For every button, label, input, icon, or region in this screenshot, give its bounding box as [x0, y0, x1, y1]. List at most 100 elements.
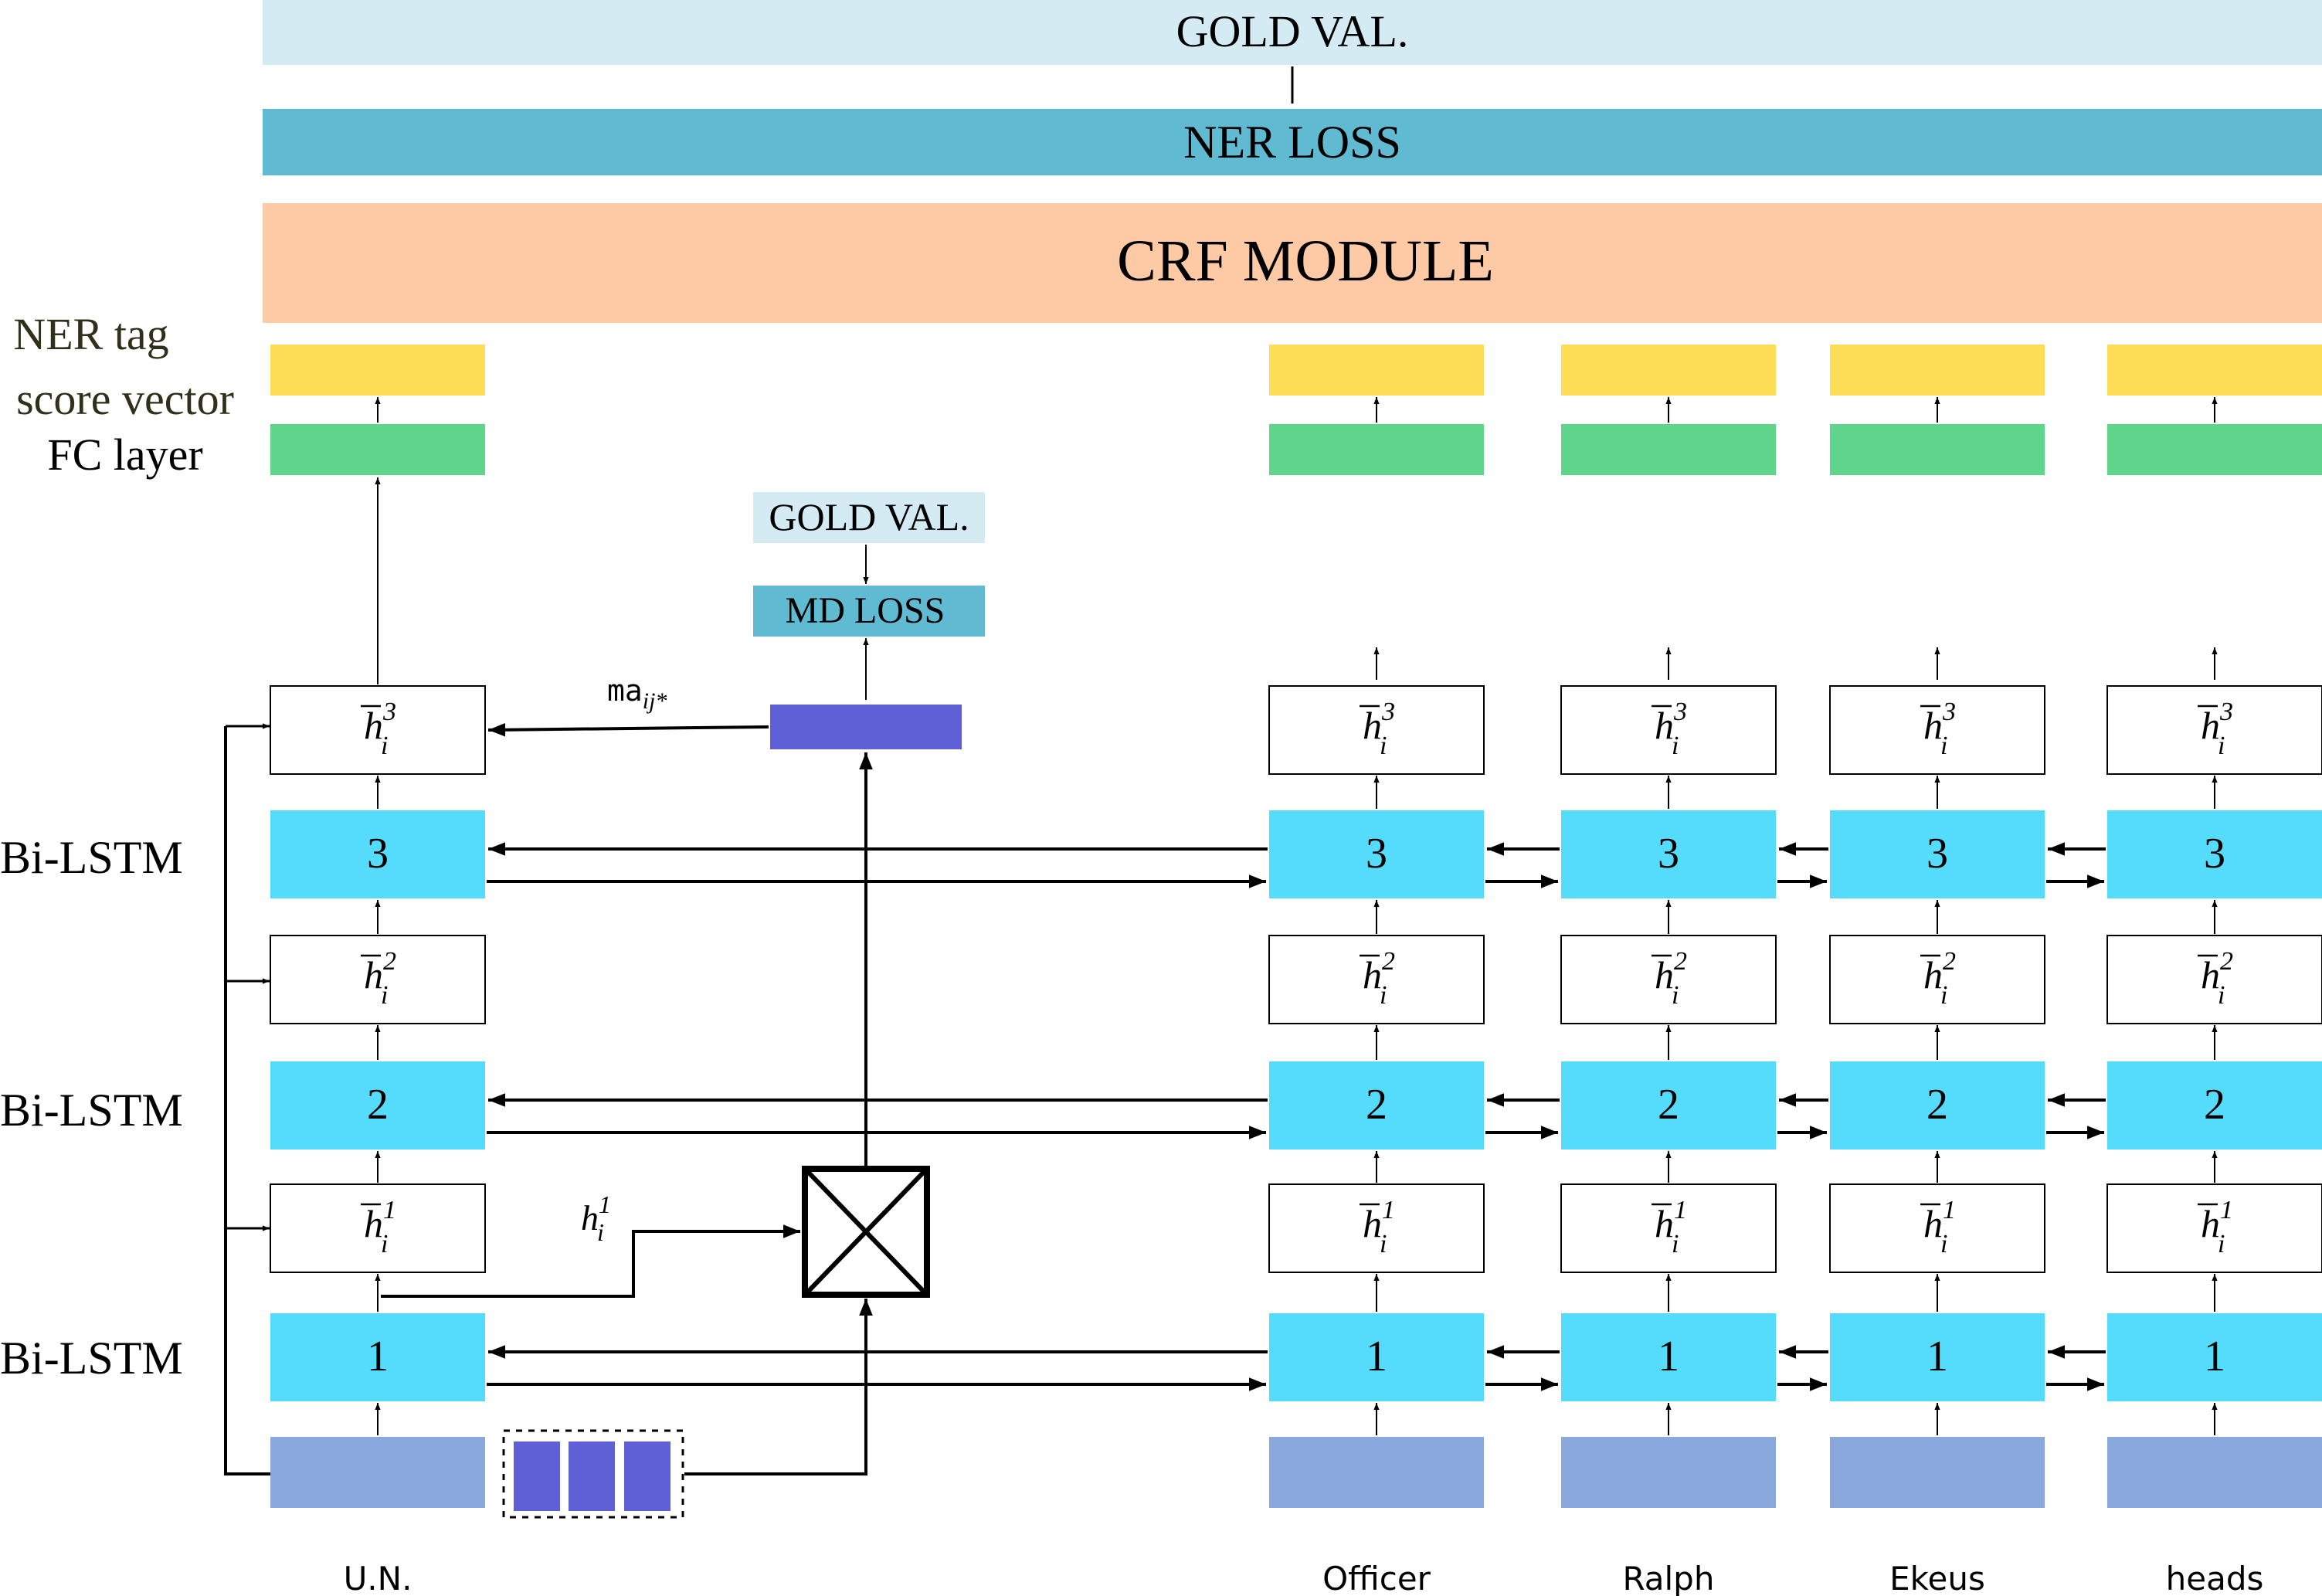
ner-tag-label: NER tag: [13, 309, 168, 359]
hidden-state-box: [1829, 1183, 2045, 1273]
hidden-state-box: [1560, 685, 1777, 775]
word-embedding: [270, 1437, 485, 1508]
bilstm-cell: [1830, 1061, 2045, 1149]
hidden-state-box: [2106, 685, 2322, 775]
ner-score-vector: [1561, 345, 1776, 396]
bilstm-layer-number: 3: [367, 830, 389, 878]
mention-attention-label: maij*: [607, 674, 667, 714]
bilstm-cell: [1269, 1061, 1484, 1149]
bilstm-layer-number: 1: [1927, 1333, 1948, 1380]
bilstm-cell: [270, 1313, 485, 1401]
md-loss-box: [753, 586, 985, 637]
token-label: Officer: [1322, 1560, 1431, 1596]
char-vector: [624, 1441, 670, 1511]
fc-layer-box: [1830, 424, 2045, 475]
word-embedding: [2107, 1437, 2322, 1508]
crf-module-bar: [263, 203, 2322, 323]
ner-score-vector: [2107, 345, 2322, 396]
char-embedding-group: [502, 1429, 684, 1519]
fc-layer-label: FC layer: [47, 430, 202, 480]
bilstm-cell: [270, 1061, 485, 1149]
hidden-state-box: [270, 685, 486, 775]
md-gold-value-label: GOLD VAL.: [769, 495, 969, 538]
bilstm-layer-number: 1: [367, 1333, 389, 1380]
hidden-state-box: [1560, 935, 1777, 1024]
skip-connections: [224, 723, 271, 1475]
bilstm-label-1: Bi-LSTM: [0, 1333, 183, 1384]
token-label: Ekeus: [1889, 1560, 1985, 1596]
bilstm-cell: [1269, 810, 1484, 898]
bilstm-cell: [1561, 1313, 1776, 1401]
bilstm-layer-number: 2: [1927, 1081, 1948, 1129]
bilstm-layer-number: 3: [1366, 830, 1387, 878]
hidden-state-box: [270, 935, 486, 1024]
bilstm-layer-number: 3: [1658, 830, 1679, 878]
char-vector: [514, 1441, 560, 1511]
bilstm-layer-number: 1: [1366, 1333, 1387, 1380]
fc-layer-box: [2107, 424, 2322, 475]
bilstm-layer-number: 1: [1658, 1333, 1679, 1380]
fc-layer-box: [1269, 424, 1484, 475]
hidden-state-box: [2106, 1183, 2322, 1273]
bilstm-cell: [270, 810, 485, 898]
gold-value-bar: [263, 0, 2322, 65]
mention-to-h3-arrow: [487, 722, 769, 737]
ner-loss-bar: [263, 109, 2322, 175]
bilstm-layer-number: 2: [1658, 1081, 1679, 1129]
hidden-state-box: [1829, 935, 2045, 1024]
crf-module-label: CRF MODULE: [1117, 229, 1494, 294]
bilstm-layer-number: 2: [367, 1081, 389, 1129]
bilstm-cell: [1830, 1313, 2045, 1401]
bilstm-layer-number: 1: [2204, 1333, 2225, 1380]
hidden-state-box: [1268, 685, 1485, 775]
bilstm-cell: [2107, 1313, 2322, 1401]
hidden-state-box: [2106, 935, 2322, 1024]
ner-score-vector: [1269, 345, 1484, 396]
bilstm-layer-number: 2: [2204, 1081, 2225, 1129]
token-label: Ralph: [1623, 1560, 1715, 1596]
fc-layer-box: [1561, 424, 1776, 475]
bilinear-operator-icon: [802, 1166, 930, 1298]
bilstm-layer-number: 3: [2204, 830, 2225, 878]
bilstm-label-3: Bi-LSTM: [0, 832, 183, 883]
gold-value-label: GOLD VAL.: [1176, 6, 1409, 56]
bilstm-layer-number: 2: [1366, 1081, 1387, 1129]
word-embedding: [1830, 1437, 2045, 1508]
ner-loss-label: NER LOSS: [1183, 117, 1401, 168]
bilstm-cell: [1561, 1061, 1776, 1149]
hidden-state-box: [1268, 1183, 1485, 1273]
bilstm-layer-number: 3: [1927, 830, 1948, 878]
ner-score-vector: [1830, 345, 2045, 396]
word-embedding: [1269, 1437, 1484, 1508]
bilstm-cell: [1830, 810, 2045, 898]
md-loss-label: MD LOSS: [786, 590, 945, 631]
bilstm-cell: [2107, 1061, 2322, 1149]
bilstm-label-2: Bi-LSTM: [0, 1085, 183, 1136]
char-to-bilinear-arrow: [684, 1299, 873, 1475]
ner-score-vector: [270, 345, 485, 396]
bilstm-cell: [2107, 810, 2322, 898]
fc-layer-box: [270, 424, 485, 475]
hidden-state-box: [1268, 935, 1485, 1024]
bilstm-connections: [487, 842, 2106, 1391]
h1-to-bilinear-arrow: [381, 1224, 800, 1298]
bilstm-cell: [1269, 1313, 1484, 1401]
